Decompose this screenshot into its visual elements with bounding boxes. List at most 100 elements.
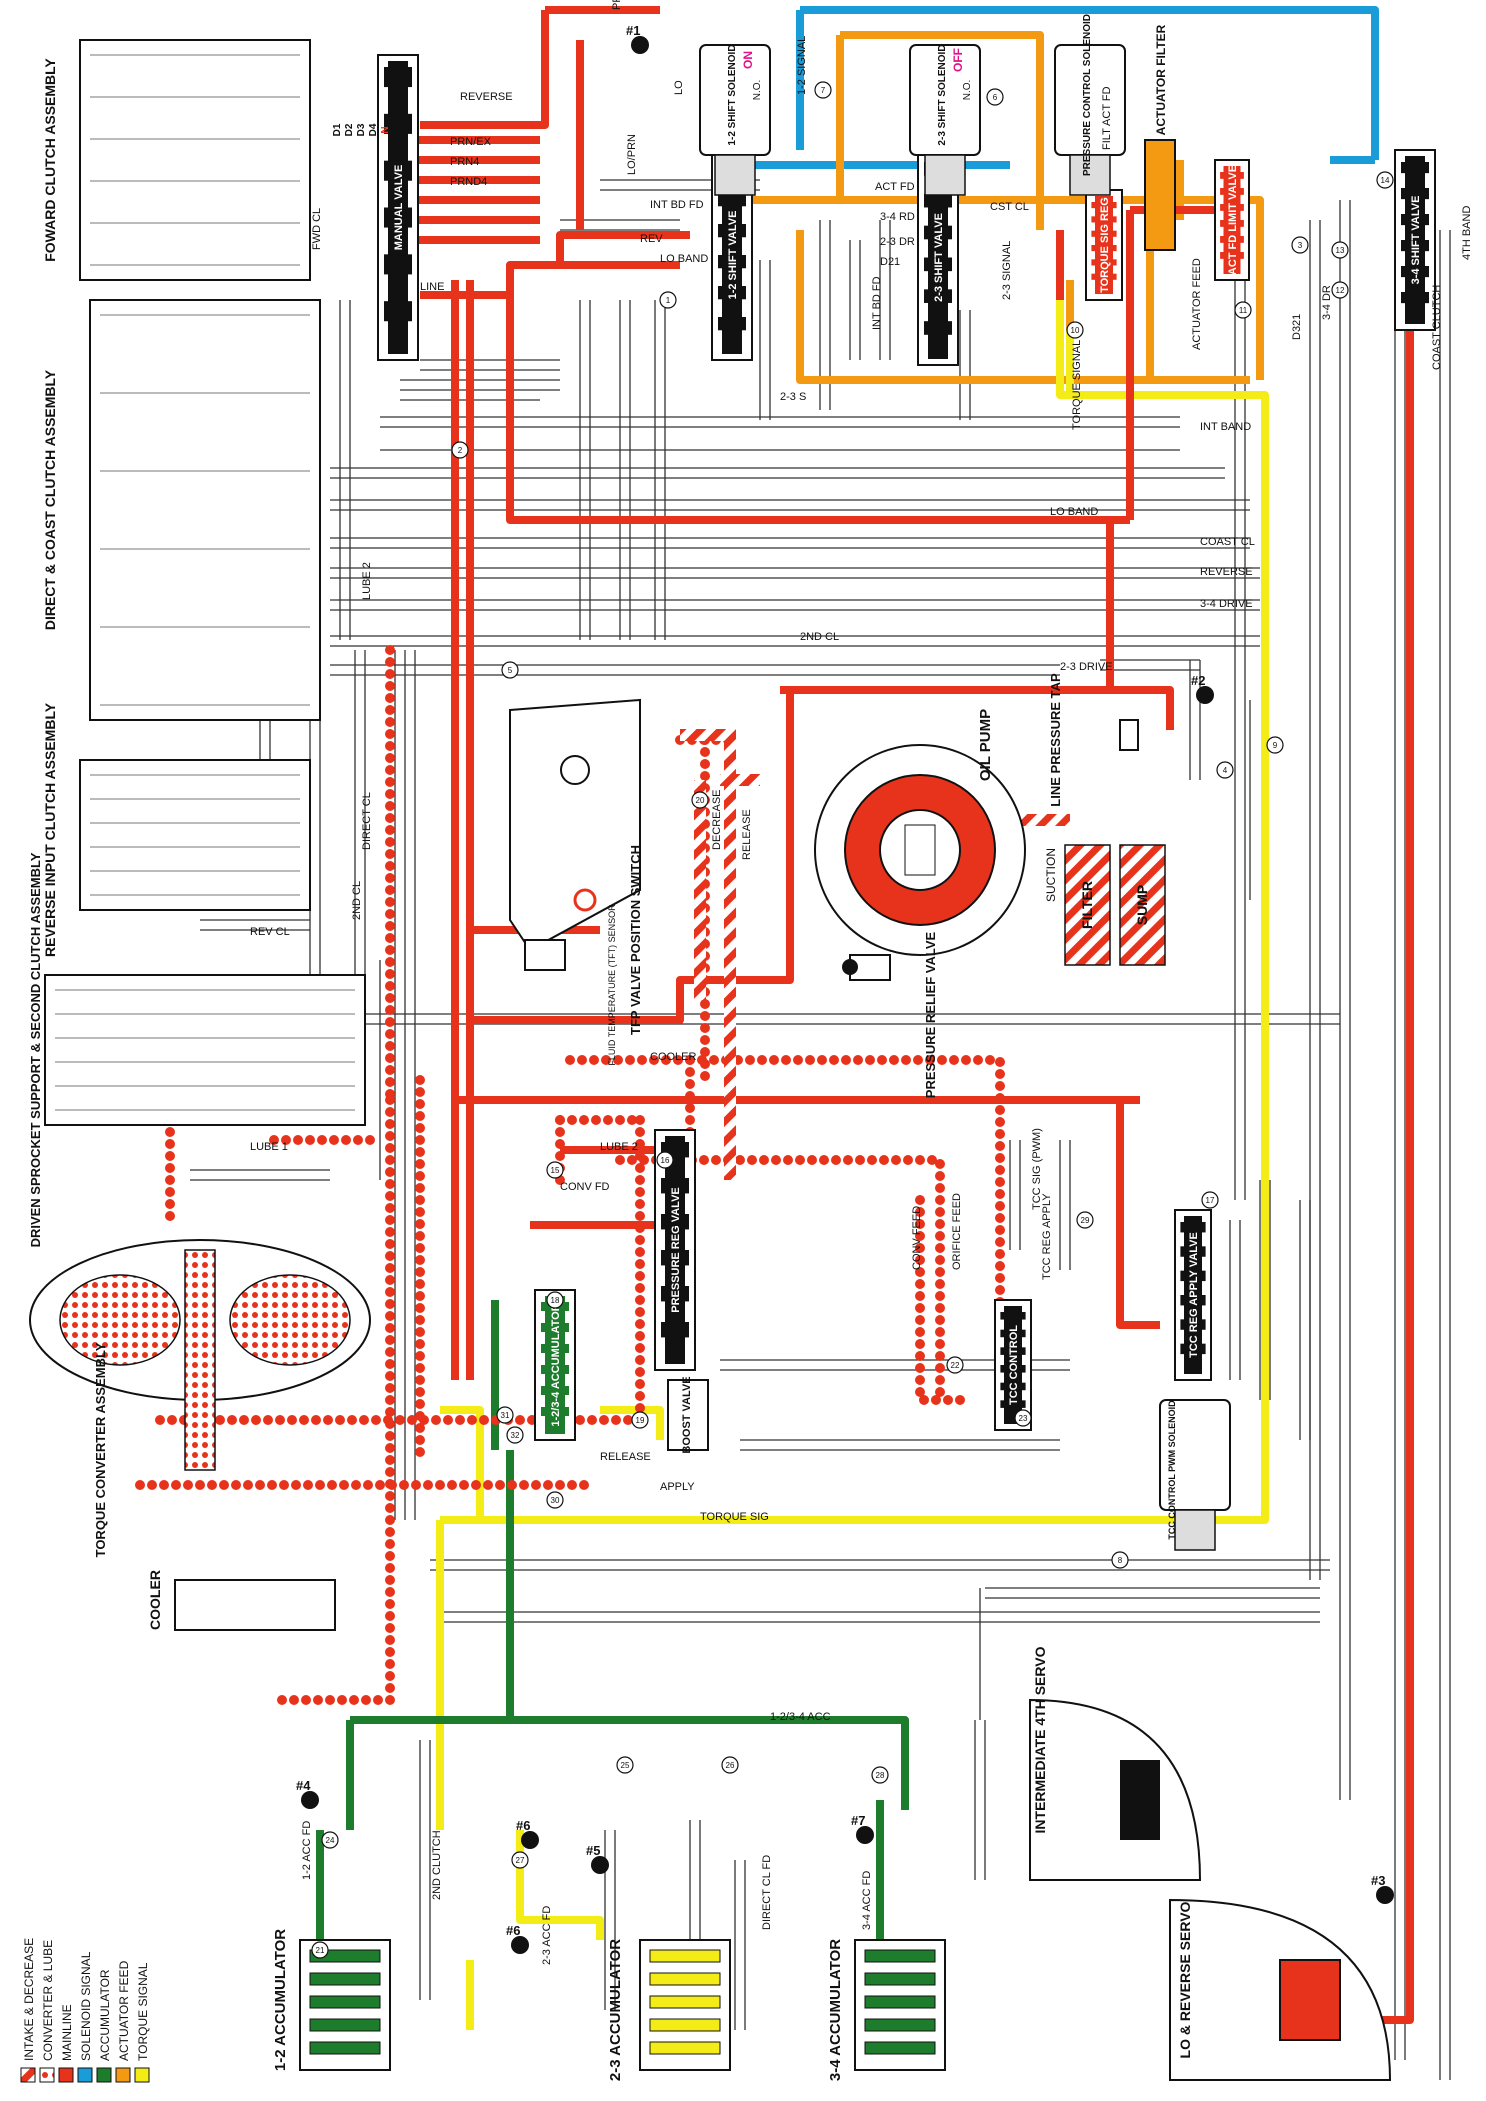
- passage-label: 1-2 SIGNAL: [796, 36, 808, 95]
- check-ball-label: #2: [1191, 673, 1205, 688]
- note-number-text: 22: [951, 1361, 960, 1370]
- passage-label: LO BAND: [1050, 506, 1098, 518]
- passage-label: CONV FEED: [911, 1206, 923, 1270]
- passage-label: COAST CL: [1200, 536, 1255, 548]
- acc-34-label: 3-4 ACCUMULATOR: [827, 1939, 844, 2081]
- selector-position: N: [380, 126, 391, 133]
- solenoid-12-state: ON: [741, 51, 755, 69]
- note-number-text: 30: [551, 1496, 560, 1505]
- legend-item: INTAKE & DECREASE: [20, 1938, 36, 2083]
- note-number: 13: [1331, 241, 1349, 259]
- selector-position: D4: [368, 123, 379, 136]
- line-pressure-tap: LINE PRESSURE TAP: [1048, 673, 1139, 807]
- solenoid-12-label: 1-2 SHIFT SOLENOID: [727, 44, 738, 145]
- direct-coast-clutch-assembly: DIRECT & COAST CLUTCH ASSEMBLY: [42, 299, 321, 721]
- note-number-text: 8: [1118, 1556, 1123, 1565]
- passage-label: 2-3 ACC FD: [541, 1906, 553, 1965]
- passage-label: REV CL: [250, 926, 290, 938]
- note-number: 6: [986, 88, 1004, 106]
- passage-label: COAST CLUTCH: [1431, 285, 1443, 370]
- note-number: 16: [656, 1151, 674, 1169]
- tcc-control-valve: TCC CONTROL: [994, 1299, 1032, 1431]
- passage-label: LINE: [420, 281, 444, 293]
- selector-position: P: [404, 126, 415, 133]
- note-number-text: 5: [508, 666, 513, 675]
- note-number: 32: [506, 1426, 524, 1444]
- direct-coast-label: DIRECT & COAST CLUTCH ASSEMBLY: [42, 369, 58, 630]
- passage-label: 1-2/3-4 ACC: [770, 1711, 831, 1723]
- passage-label: LUBE 1: [250, 1141, 288, 1153]
- passage-label: FILT ACT FD: [1101, 86, 1113, 150]
- note-number-text: 11: [1239, 306, 1248, 315]
- passage-label: INT BD FD: [650, 199, 704, 211]
- accumulator-1234-label: 1-2/3-4 ACCUMULATOR: [550, 1303, 562, 1426]
- note-number: 8: [1111, 1551, 1129, 1569]
- selector-position: D3: [356, 123, 367, 136]
- passage-label: PRND4: [450, 176, 487, 188]
- note-number-text: 23: [1019, 1414, 1028, 1423]
- solenoid-23-no: N.O.: [962, 80, 973, 101]
- accumulator-12: 1-2 ACCUMULATOR: [272, 1929, 391, 2071]
- check-ball: #2: [1191, 673, 1214, 704]
- tft-sensor-label: FLUID TEMPERATURE (TFT) SENSOR: [607, 904, 617, 1066]
- passage-label: 2ND CLUTCH: [431, 1830, 443, 1900]
- note-number: 5: [501, 661, 519, 679]
- accumulator-1234: 1-2/3-4 ACCUMULATOR: [534, 1289, 576, 1441]
- passage-label: 2-3 DR: [880, 236, 915, 248]
- note-number: 2: [451, 441, 469, 459]
- note-number: 31: [496, 1406, 514, 1424]
- selector-position: D1: [332, 123, 343, 136]
- passage-label: ORIFICE FEED: [951, 1193, 963, 1270]
- oil-pump-label: OIL PUMP: [977, 709, 994, 781]
- acc-12-label: 1-2 ACCUMULATOR: [272, 1929, 289, 2071]
- passage-label: LUBE 2: [361, 562, 373, 600]
- passage-label: INT BD FD: [871, 276, 883, 330]
- passage-label: D21: [880, 256, 900, 268]
- tcc-reg-apply-valve-label: TCC REG APPLY VALVE: [1188, 1232, 1200, 1358]
- passage-label: FWD CL: [311, 208, 323, 250]
- solenoid-12-no: N.O.: [752, 80, 763, 101]
- passage-label: LO BAND: [660, 253, 708, 265]
- lo-reverse-servo: LO & REVERSE SERVO: [1169, 1898, 1392, 2081]
- tfp-switch-label: TFP VALVE POSITION SWITCH: [628, 845, 643, 1035]
- note-number-text: 9: [1273, 741, 1278, 750]
- note-number: 25: [616, 1756, 634, 1774]
- passage-label: ACTUATOR FEED: [1191, 258, 1203, 350]
- note-number-text: 18: [551, 1296, 560, 1305]
- passage-label: APPLY: [660, 1481, 695, 1493]
- reverse-input-label: REVERSE INPUT CLUTCH ASSEMBLY: [42, 702, 58, 957]
- driven-sprocket-assembly: DRIVEN SPROCKET SUPPORT & SECOND CLUTCH …: [28, 852, 366, 1247]
- passage-label: D321: [1291, 314, 1303, 340]
- check-ball: #1: [626, 23, 649, 54]
- passage-labels: 1234567891011121314151617181920212223242…: [250, 0, 1473, 1965]
- note-number: 19: [631, 1411, 649, 1429]
- note-number-text: 25: [621, 1761, 630, 1770]
- note-number: 14: [1376, 171, 1394, 189]
- manual-valve: MANUAL VALVE: [377, 54, 419, 361]
- check-ball: #7: [851, 1813, 874, 1844]
- shift-12-valve-label: 1-2 SHIFT VALVE: [727, 211, 739, 300]
- note-number-text: 14: [1381, 176, 1390, 185]
- note-number-text: 26: [726, 1761, 735, 1770]
- check-ball: #5: [586, 1843, 609, 1874]
- note-number: 15: [546, 1161, 564, 1179]
- check-ball: #6: [506, 1923, 529, 1954]
- legend-label: TORQUE SIGNAL: [136, 1962, 150, 2061]
- passage-label: 3-4 RD: [880, 211, 915, 223]
- passage-label: REV: [640, 233, 663, 245]
- check-ball: #4: [296, 1778, 319, 1809]
- boost-valve-label: BOOST VALVE: [681, 1376, 693, 1453]
- forward-clutch-label: FOWARD CLUTCH ASSEMBLY: [42, 58, 58, 262]
- legend-label: MAINLINE: [60, 2004, 74, 2061]
- passage-label: LO/PRN: [626, 134, 638, 175]
- passage-label: INT BAND: [1200, 421, 1251, 433]
- pcs-label: PRESSURE CONTROL SOLENOID: [1082, 14, 1093, 176]
- check-ball-label: #1: [626, 23, 640, 38]
- note-number: 20: [691, 791, 709, 809]
- suction-label: SUCTION: [1044, 848, 1058, 902]
